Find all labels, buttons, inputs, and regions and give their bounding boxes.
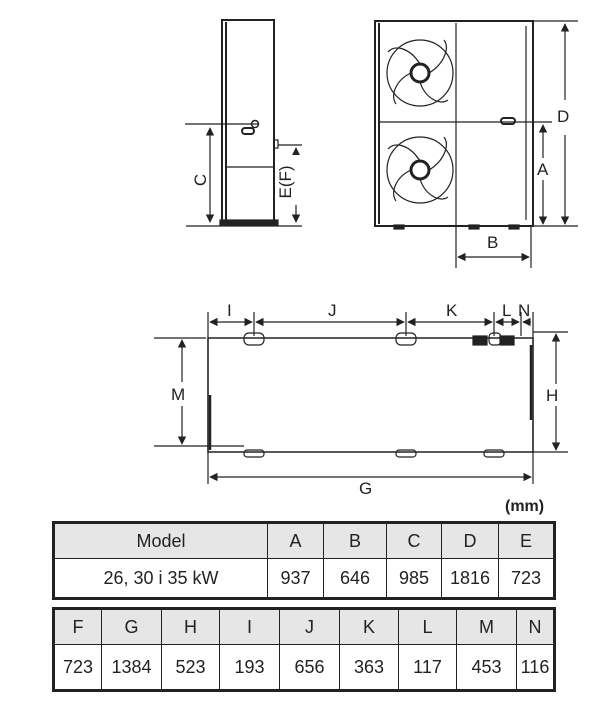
header-cell: J — [279, 608, 340, 645]
label-l: L — [502, 301, 511, 320]
header-cell: C — [386, 522, 442, 559]
dimensions-table-1: Model A B C D E 26, 30 i 35 kW 937 646 9… — [52, 521, 556, 600]
label-b: B — [487, 233, 498, 252]
value-cell: 453 — [456, 644, 517, 691]
value-cell: 985 — [386, 558, 442, 599]
header-cell: D — [441, 522, 499, 559]
fan-top-icon — [386, 39, 454, 107]
value-cell: 937 — [267, 558, 324, 599]
header-cell: Model — [53, 522, 268, 559]
dimensions-table-2: F G H I J K L M N 723 1384 523 193 656 3… — [52, 607, 556, 692]
value-cell: 523 — [161, 644, 220, 691]
value-cell: 1816 — [441, 558, 499, 599]
value-cell: 1384 — [101, 644, 162, 691]
label-j: J — [328, 301, 337, 320]
value-cell: 646 — [323, 558, 387, 599]
header-cell: I — [219, 608, 280, 645]
header-cell: H — [161, 608, 220, 645]
header-cell: N — [516, 608, 555, 645]
header-cell: L — [398, 608, 457, 645]
label-h: H — [546, 386, 558, 405]
top-view — [154, 312, 568, 484]
table-row: 723 1384 523 193 656 363 117 453 116 — [53, 644, 555, 691]
value-cell: 26, 30 i 35 kW — [53, 558, 268, 599]
label-m: M — [171, 385, 185, 404]
value-cell: 363 — [339, 644, 399, 691]
table-header-row: F G H I J K L M N — [53, 608, 555, 645]
fan-bottom-icon — [386, 136, 454, 204]
value-cell: 656 — [279, 644, 340, 691]
label-a: A — [537, 160, 549, 179]
header-cell: F — [53, 608, 102, 645]
unit-label: (mm) — [505, 498, 545, 515]
table-header-row: Model A B C D E — [53, 522, 555, 559]
front-view — [374, 20, 578, 268]
unit-dimension-drawing: C E(F) D A B I J K L N M H G — [154, 19, 578, 498]
label-n: N — [518, 301, 530, 320]
value-cell: 193 — [219, 644, 280, 691]
value-cell: 117 — [398, 644, 457, 691]
header-cell: E — [498, 522, 555, 559]
header-cell: K — [339, 608, 399, 645]
label-k: K — [446, 301, 458, 320]
header-cell: M — [456, 608, 517, 645]
label-c: C — [191, 174, 210, 186]
label-d: D — [557, 107, 569, 126]
value-cell: 723 — [53, 644, 102, 691]
table-row: 26, 30 i 35 kW 937 646 985 1816 723 — [53, 558, 555, 599]
label-e-f: E(F) — [276, 165, 295, 198]
value-cell: 116 — [516, 644, 555, 691]
header-cell: A — [267, 522, 324, 559]
label-g: G — [359, 479, 372, 498]
header-cell: B — [323, 522, 387, 559]
label-i: I — [227, 301, 232, 320]
value-cell: 723 — [498, 558, 555, 599]
header-cell: G — [101, 608, 162, 645]
